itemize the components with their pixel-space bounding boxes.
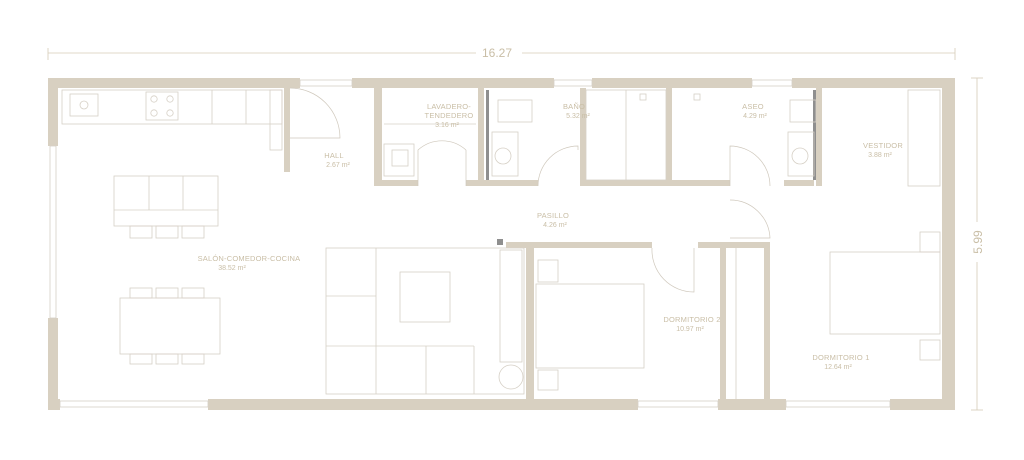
kitchen-counter: [61, 89, 283, 151]
room-name-dormitorio-1: DORMITORIO 1: [812, 353, 869, 362]
height-dimension: 5.99: [971, 77, 985, 411]
room-area-bano: 5.32 m²: [566, 113, 590, 120]
room-area-dormitorio-1: 12.64 m²: [824, 364, 852, 371]
room-name-salon: SALÓN-COMEDOR-COCINA: [198, 254, 301, 263]
room-name-vestidor: VESTIDOR: [863, 141, 903, 150]
room-area-vestidor: 3.88 m²: [868, 152, 892, 159]
laundry-appliances: [383, 123, 476, 177]
room-name-lavadero-1: LAVADERO-: [427, 102, 471, 111]
bathroom-fixtures: [491, 89, 701, 181]
room-labels: SALÓN-COMEDOR-COCINA 38.52 m² HALL 2.67 …: [198, 102, 904, 371]
room-name-aseo: ASEO: [742, 102, 764, 111]
wardrobe: [907, 89, 941, 187]
toilet-fixtures: [787, 99, 817, 177]
room-name-dormitorio-2: DORMITORIO 2: [663, 315, 720, 324]
doors: [289, 87, 771, 293]
windows: [49, 79, 891, 408]
room-name-pasillo: PASILLO: [537, 211, 569, 220]
kitchen-island: [113, 175, 219, 239]
dining-table: [119, 287, 221, 365]
room-area-aseo: 4.29 m²: [743, 113, 767, 120]
room-area-salon: 38.52 m²: [218, 265, 246, 272]
height-dimension-label: 5.99: [971, 230, 985, 254]
width-dimension: 16.27: [47, 46, 956, 60]
interior-walls: [284, 88, 822, 410]
room-area-dormitorio-2: 10.97 m²: [676, 326, 704, 333]
room-name-lavadero-2: TENDEDERO: [425, 111, 474, 120]
bed-dormitorio-1: [829, 231, 941, 361]
room-area-pasillo: 4.26 m²: [543, 222, 567, 229]
room-area-hall: 2.67 m²: [326, 162, 350, 169]
room-name-hall: HALL: [324, 151, 344, 160]
shower-screens: [486, 90, 816, 245]
exterior-walls: [48, 78, 955, 410]
bed-dormitorio-2: [535, 248, 737, 399]
room-name-bano: BAÑO: [563, 102, 585, 111]
width-dimension-label: 16.27: [482, 46, 512, 60]
room-area-lavadero: 3.16 m²: [435, 122, 459, 129]
living-area: [325, 247, 525, 395]
